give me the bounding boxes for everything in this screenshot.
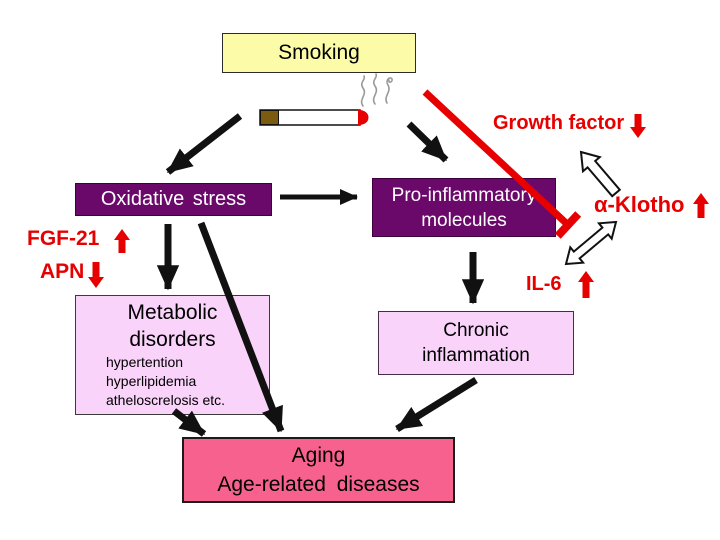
alpha-klotho-up-arrow-icon: [693, 193, 709, 218]
metabolic-item-atheloscrelosis: atheloscrelosis etc.: [106, 392, 226, 408]
node-smoking-label: Smoking: [278, 41, 360, 64]
inhibition-t-cap: [554, 211, 582, 239]
smoke-icon: [360, 73, 393, 107]
node-metabolic-disorders: Metabolic disorders hypertention hyperli…: [75, 295, 270, 415]
arrow-smoking-to-oxidative: [165, 113, 243, 175]
fgf21-up-arrow-icon: [114, 229, 130, 253]
il6-up-arrow-icon: [578, 271, 594, 298]
metabolic-title-line1: Metabolic: [127, 301, 218, 324]
node-oxidative-stress-label: Oxidative stress: [100, 188, 247, 210]
label-il6: IL-6: [526, 273, 562, 295]
outline-arrow-klotho-to-growth-factor-icon: [579, 150, 622, 198]
node-pro-inflammatory-line2: molecules: [421, 209, 507, 231]
metabolic-item-hyperlipidemia: hyperlipidemia: [106, 373, 197, 389]
node-chronic-line2: inflammation: [422, 345, 530, 366]
label-alpha-klotho: α-Klotho: [594, 192, 685, 217]
node-aging-line2: Age-related diseases: [217, 473, 420, 496]
smoke-wisp-2: [372, 73, 378, 105]
cigarette-lit-tip: [358, 109, 369, 126]
metabolic-title-line2: disorders: [129, 328, 216, 351]
cigarette-icon: [259, 109, 369, 126]
metabolic-item-hypertention: hypertention: [106, 354, 184, 370]
node-chronic-inflammation: Chronic inflammation: [378, 311, 574, 375]
cigarette-filter: [260, 110, 279, 125]
arrow-smoking-to-proinflammatory: [406, 121, 449, 163]
node-smoking: Smoking: [222, 33, 416, 73]
label-fgf21: FGF-21: [27, 227, 100, 250]
apn-down-arrow-icon: [88, 262, 104, 288]
label-apn: APN: [40, 260, 85, 283]
node-aging-line1: Aging: [291, 444, 346, 467]
growth-factor-down-arrow-icon: [630, 114, 646, 138]
node-oxidative-stress: Oxidative stress: [75, 183, 272, 216]
node-pro-inflammatory: Pro-inflammatory molecules: [372, 178, 556, 237]
smoke-wisp-3: [385, 77, 393, 104]
node-chronic-line1: Chronic: [443, 320, 509, 341]
node-pro-inflammatory-line1: Pro-inflammatory: [391, 184, 537, 206]
outline-double-arrow-il6-klotho-icon: [564, 220, 618, 266]
label-growth-factor: Growth factor: [493, 112, 625, 134]
smoke-wisp-1: [360, 75, 366, 107]
arrow-chronic-to-aging: [395, 377, 478, 432]
cigarette-body: [259, 109, 361, 126]
node-aging: Aging Age-related diseases: [182, 437, 455, 503]
